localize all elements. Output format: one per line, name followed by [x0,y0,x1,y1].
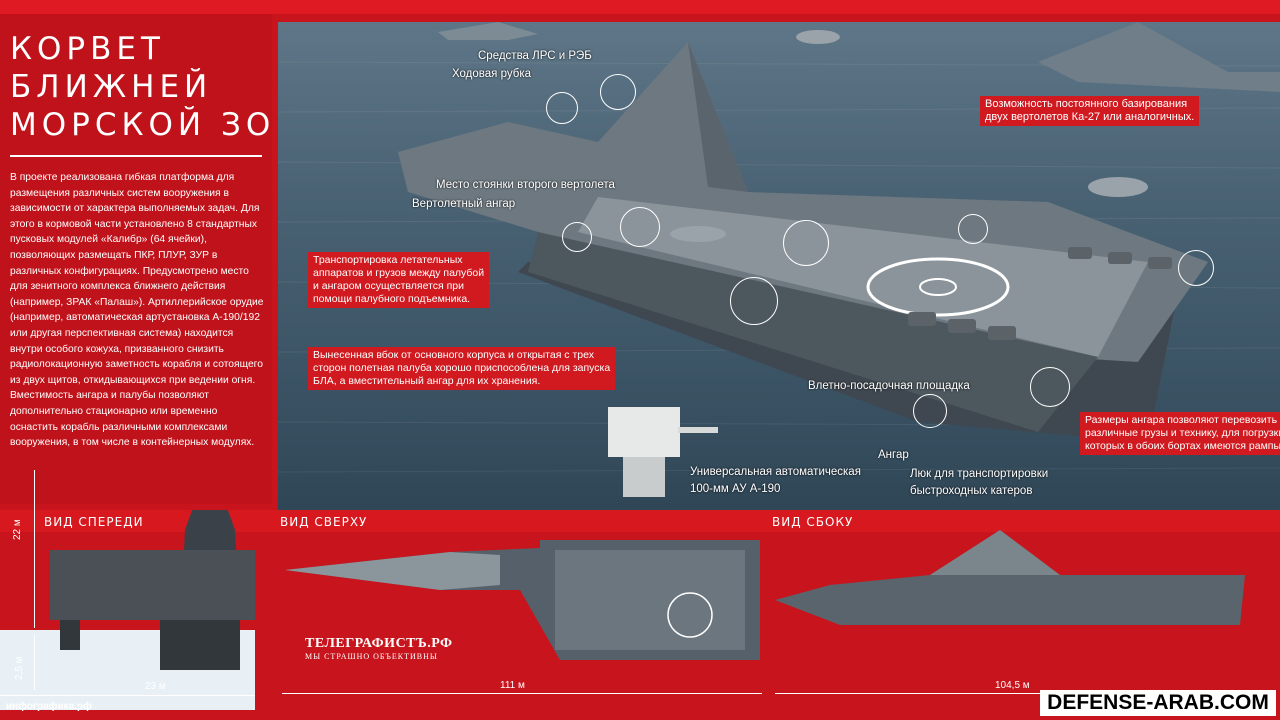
left-panel [0,14,272,504]
callout-hatch: Люк для транспортировки быстроходных кат… [910,468,1049,497]
dim-length-side: 104,5 м [995,680,1030,691]
title-line-1: КОРВЕТ [10,31,165,67]
side-hull [775,530,1245,625]
views-illustration [0,510,1245,710]
description-text: В проекте реализована гибкая платформа д… [10,172,264,449]
marker-lift [783,220,829,266]
title-line-2: БЛИЖНЕЙ [10,69,213,105]
callout-ew: Средства ЛРС и РЭБ [478,50,592,62]
note-ramps: Размеры ангара позволяют перевозить разл… [1080,412,1280,455]
callout-helipad: Влетно-посадочная площадка [808,380,970,392]
distant-ship-2 [1038,22,1280,92]
callout-bridge: Ходовая рубка [452,68,532,80]
dim-length-top: 111 м [500,680,525,691]
hull-front [528,232,1098,432]
marker-hangar-heli [562,222,592,252]
mast-shadow [688,42,748,192]
ship-illustration [278,22,1280,497]
telegrafist-logo: ТЕЛЕГРАФИСТЪ.РФ МЫ СТРАШНО ОБЪЕКТИВНЫ [305,636,453,661]
label-top-view: ВИД СВЕРХУ [280,515,368,529]
dim-draft: 2,5 м [14,656,25,680]
dim-draft-line [34,635,35,690]
dim-top-line [282,693,762,694]
title-divider [10,155,262,157]
label-front-view: ВИД СПЕРЕДИ [44,515,144,529]
ship-render: Средства ЛРС и РЭБ Ходовая рубка Место с… [278,22,1280,510]
marker-ramp [1178,250,1214,286]
watermark: DEFENSE-ARAB.COM [1040,690,1276,716]
label-side-view: ВИД СБОКУ [772,515,854,529]
callout-second-heli: Место стоянки второго вертолета [436,179,615,191]
note-helicopters: Возможность постоянного базирования двух… [980,96,1200,126]
marker-ew [600,74,636,110]
marker-radar [958,214,988,244]
helipad-ring [866,257,1010,317]
marker-bridge [546,92,578,124]
marker-deck [730,277,778,325]
note-deck: Вынесенная вбок от основного корпуса и о… [308,347,616,390]
marker-hatch [1030,367,1070,407]
callout-hangar-heli: Вертолетный ангар [412,198,516,210]
note-lift: Транспортировка летательных аппаратов и … [308,252,490,308]
marker-heli-park [620,207,660,247]
callout-hangar: Ангар [878,449,909,461]
views-band [0,510,1280,532]
dim-height-line [34,470,35,628]
tele-title: ТЕЛЕГРАФИСТЪ.РФ [305,636,453,651]
tele-slogan: МЫ СТРАШНО ОБЪЕКТИВНЫ [305,652,438,661]
marker-helipad [913,394,947,428]
top-stripe [0,0,1280,14]
gun-turret [608,407,680,457]
dim-beam-line [0,695,255,696]
dim-beam: 23 м [145,681,166,692]
title-line-3: МОРСКОЙ ЗОНЫ [10,107,336,143]
distant-ship-1 [438,22,538,40]
projection-views: ВИД СПЕРЕДИ ВИД СВЕРХУ ВИД СБОКУ 22 м 2,… [0,470,1280,720]
callout-gun: Универсальная автоматическая 100-мм АУ А… [690,466,861,495]
dim-side-line [775,693,1245,694]
page-title: КОРВЕТ БЛИЖНЕЙ МОРСКОЙ ЗОНЫ [10,30,336,144]
front-body [50,550,255,620]
infographic-site: инфографика.рф [6,701,92,712]
dim-height: 22 м [12,519,23,540]
